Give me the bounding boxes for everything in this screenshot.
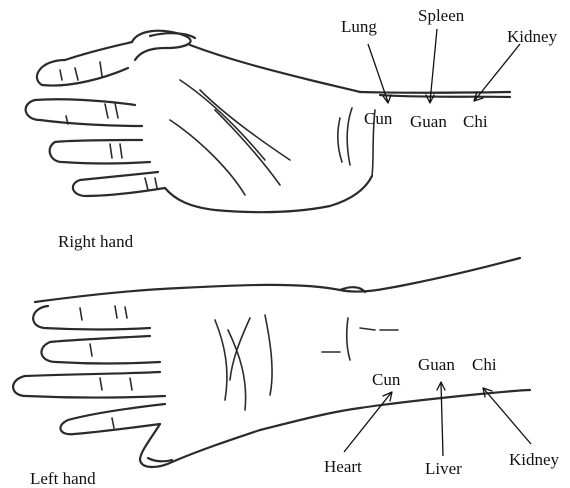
right-lung-label: Lung	[341, 17, 377, 36]
left-liver-label: Liver	[425, 459, 462, 478]
left-hand-arrows	[344, 382, 531, 456]
left-kidney-label: Kidney	[509, 450, 560, 469]
right-guan-label: Guan	[410, 112, 447, 131]
left-chi-label: Chi	[472, 355, 497, 374]
right-spleen-label: Spleen	[418, 6, 465, 25]
left-hand-caption: Left hand	[30, 469, 96, 488]
right-chi-label: Chi	[463, 112, 488, 131]
right-kidney-label: Kidney	[507, 27, 558, 46]
right-cun-label: Cun	[364, 109, 393, 128]
left-guan-label: Guan	[418, 355, 455, 374]
right-hand-caption: Right hand	[58, 232, 134, 251]
left-heart-label: Heart	[324, 457, 362, 476]
left-cun-label: Cun	[372, 370, 401, 389]
